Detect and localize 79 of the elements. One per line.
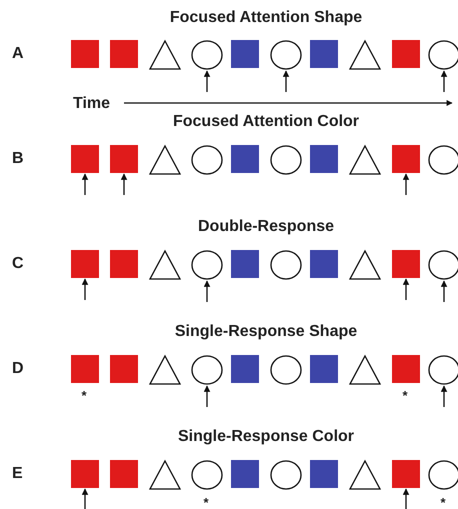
asterisk-mark: * — [402, 389, 408, 402]
response-arrow — [120, 173, 128, 195]
circle-stimulus — [428, 145, 458, 175]
square-stimulus — [392, 40, 420, 68]
panel-title: Focused Attention Shape — [170, 10, 362, 26]
square-stimulus — [231, 145, 259, 173]
circle-stimulus — [191, 40, 223, 70]
triangle-stimulus — [349, 355, 381, 385]
square-stimulus — [231, 460, 259, 488]
response-arrow — [440, 385, 448, 407]
circle-stimulus — [270, 145, 302, 175]
square-stimulus — [310, 40, 338, 68]
response-arrow — [402, 278, 410, 300]
panel-letter: D — [12, 361, 24, 377]
square-stimulus — [110, 355, 138, 383]
square-stimulus — [392, 460, 420, 488]
panel-title: Double-Response — [198, 219, 334, 235]
circle-stimulus — [191, 145, 223, 175]
square-stimulus — [110, 460, 138, 488]
triangle-stimulus — [349, 40, 381, 70]
square-stimulus — [71, 40, 99, 68]
square-stimulus — [110, 40, 138, 68]
response-arrow — [204, 70, 210, 92]
square-stimulus — [392, 145, 420, 173]
square-stimulus — [110, 145, 138, 173]
square-stimulus — [310, 145, 338, 173]
square-stimulus — [231, 250, 259, 278]
triangle-stimulus — [349, 250, 381, 280]
panel-letter: B — [12, 151, 24, 167]
triangle-stimulus — [149, 355, 181, 385]
axis-label: Time — [73, 96, 110, 112]
circle-stimulus — [270, 460, 302, 490]
square-stimulus — [310, 460, 338, 488]
triangle-stimulus — [349, 145, 381, 175]
square-stimulus — [310, 355, 338, 383]
triangle-stimulus — [149, 250, 181, 280]
square-stimulus — [110, 250, 138, 278]
circle-stimulus — [270, 250, 302, 280]
triangle-stimulus — [149, 40, 181, 70]
circle-stimulus — [428, 250, 458, 280]
circle-stimulus — [270, 40, 302, 70]
panel-title: Single-Response Color — [178, 429, 354, 445]
panel-letter: E — [12, 466, 23, 482]
square-stimulus — [71, 145, 99, 173]
circle-stimulus — [428, 355, 458, 385]
response-arrow — [402, 173, 410, 195]
square-stimulus — [231, 40, 259, 68]
circle-stimulus — [428, 40, 458, 70]
panel-letter: A — [12, 46, 24, 62]
square-stimulus — [231, 355, 259, 383]
response-arrow — [82, 488, 88, 509]
response-arrow — [82, 173, 88, 195]
triangle-stimulus — [349, 460, 381, 490]
panel-title: Single-Response Shape — [174, 324, 358, 340]
square-stimulus — [392, 355, 420, 383]
asterisk-mark: * — [204, 496, 209, 509]
circle-stimulus — [191, 250, 223, 280]
response-arrow — [282, 70, 290, 92]
circle-stimulus — [191, 460, 223, 490]
triangle-stimulus — [149, 145, 181, 175]
circle-stimulus — [270, 355, 302, 385]
asterisk-mark: * — [440, 496, 446, 509]
asterisk-mark: * — [82, 389, 87, 402]
response-arrow — [402, 488, 410, 509]
response-arrow — [204, 280, 210, 302]
square-stimulus — [71, 355, 99, 383]
circle-stimulus — [191, 355, 223, 385]
response-arrow — [82, 278, 88, 300]
response-arrow — [204, 385, 210, 407]
panel-title: Focused Attention Color — [172, 114, 360, 130]
square-stimulus — [392, 250, 420, 278]
square-stimulus — [71, 250, 99, 278]
square-stimulus — [310, 250, 338, 278]
response-arrow — [440, 70, 448, 92]
circle-stimulus — [428, 460, 458, 490]
panel-letter: C — [12, 256, 24, 272]
response-arrow — [440, 280, 448, 302]
triangle-stimulus — [149, 460, 181, 490]
square-stimulus — [71, 460, 99, 488]
